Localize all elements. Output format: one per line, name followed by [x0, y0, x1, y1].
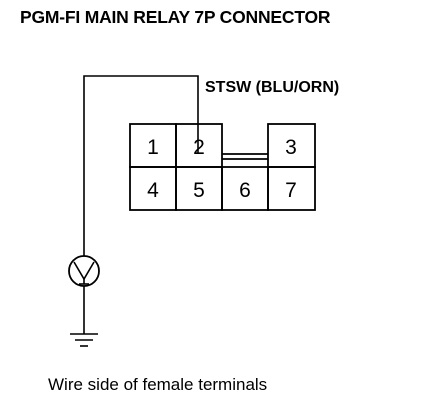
pin-label-6: 6 [239, 179, 251, 202]
pin-label-7: 7 [285, 179, 297, 202]
wire-label-stsw: STSW (BLU/ORN) [205, 79, 340, 96]
probe-wire [83, 75, 199, 256]
pin-label-1: 1 [147, 136, 159, 159]
voltmeter-icon [68, 255, 100, 287]
terminal-cell-7 [267, 166, 316, 211]
pin-label-4: 4 [147, 179, 159, 202]
pin-label-3: 3 [285, 136, 297, 159]
ground-icon [70, 333, 98, 347]
connector-7p [129, 123, 316, 211]
diagram-caption: Wire side of female terminals [48, 375, 268, 394]
pin-label-2: 2 [193, 136, 205, 159]
pin-label-5: 5 [193, 179, 205, 202]
diagram-title: PGM-FI MAIN RELAY 7P CONNECTOR [20, 7, 331, 27]
